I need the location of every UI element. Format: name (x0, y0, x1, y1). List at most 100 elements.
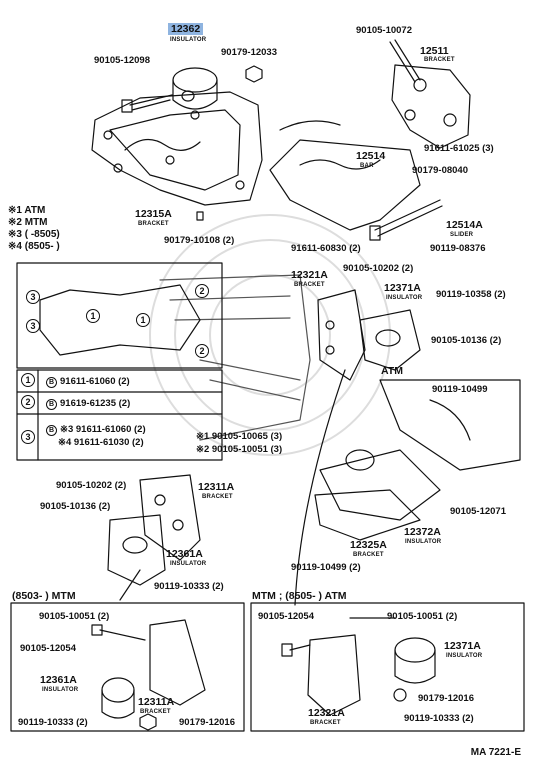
part-number-12321A[interactable]: 12321A (291, 269, 328, 281)
bolt-marker-1b: 1 (136, 313, 150, 327)
part-number-12514[interactable]: 12514 (356, 150, 386, 162)
bracket-12325A-drawing (314, 489, 421, 541)
part-number-90105-12098[interactable]: 90105-12098 (94, 55, 150, 66)
part-name-bracket-12311A: BRACKET (202, 494, 233, 500)
bolt-90105-12098-drawing (121, 94, 173, 113)
bl-part-number-90105-12054[interactable]: 90105-12054 (20, 643, 76, 654)
bracket-12511-drawing (389, 39, 471, 149)
bolt-table-part-3b[interactable]: ※4 91611-61030 (2) (58, 437, 144, 448)
note-2: ※2 MTM (8, 217, 48, 228)
bracket-12315A-drawing (91, 91, 263, 206)
part-name-insulator-12372A: INSULATOR (405, 539, 442, 545)
part-number-91611-61025[interactable]: 91611-61025 (3) (424, 143, 494, 154)
diagram-reference: MA 7221-E (470, 747, 521, 758)
note-3: ※3 ( -8505) (8, 229, 60, 240)
part-name-insulator-12371A: INSULATOR (386, 295, 423, 301)
bolt-marker-3b: 3 (26, 319, 40, 333)
part-number-12362[interactable]: 12362 (168, 23, 204, 35)
part-name-slider-12514A: SLIDER (450, 232, 474, 238)
slider-12514A-drawing (369, 199, 443, 241)
bl-part-number-12311A[interactable]: 12311A (138, 696, 175, 708)
br-part-name-bracket: BRACKET (310, 720, 341, 726)
part-number-90105-10072[interactable]: 90105-10072 (356, 25, 412, 36)
part-name-bracket-12511: BRACKET (424, 57, 455, 63)
bar-12514-drawing (269, 120, 421, 231)
bracket-12311A-drawing (139, 474, 201, 561)
part-name-bracket-12325A: BRACKET (353, 552, 384, 558)
part-number-91611-60830[interactable]: 91611-60830 (2) (291, 243, 361, 254)
bl-part-name-bracket: BRACKET (140, 709, 171, 715)
bolt-marker-2a: 2 (195, 284, 209, 298)
part-name-insulator: INSULATOR (170, 37, 207, 43)
bolt-location-box (16, 262, 223, 369)
part-number-90105-10136-right[interactable]: 90105-10136 (2) (431, 335, 502, 346)
atm-bracket-drawing (379, 379, 521, 471)
part-number-90105-10065[interactable]: ※1 90105-10065 (3) (196, 431, 283, 442)
bl-part-number-90105-10051[interactable]: 90105-10051 (2) (39, 611, 110, 622)
nut-90179-12033-drawing (245, 65, 263, 83)
part-number-90119-08376[interactable]: 90119-08376 (430, 243, 486, 254)
part-number-12371A[interactable]: 12371A (384, 282, 421, 294)
part-number-12315A[interactable]: 12315A (135, 208, 172, 220)
part-name-insulator-12361A: INSULATOR (170, 561, 207, 567)
part-number-90105-10051-3[interactable]: ※2 90105-10051 (3) (196, 444, 283, 455)
part-number-90105-10202-top[interactable]: 90105-10202 (2) (343, 263, 414, 274)
bl-part-number-90119-10333[interactable]: 90119-10333 (2) (18, 717, 88, 728)
insulator-12361A-drawing (107, 514, 166, 586)
part-number-90105-10202-left[interactable]: 90105-10202 (2) (56, 480, 127, 491)
bottom-right-box (250, 602, 525, 732)
part-number-12514A[interactable]: 12514A (446, 219, 483, 231)
bottom-right-header: MTM ; (8505- ) ATM (252, 590, 347, 602)
guide-arrow-left (119, 569, 141, 601)
insulator-12372A-drawing (319, 449, 441, 521)
part-number-90179-08040[interactable]: 90179-08040 (412, 165, 468, 176)
bolt-marker-2b: 2 (195, 344, 209, 358)
note-4: ※4 (8505- ) (8, 241, 60, 252)
part-name-bracket-12321A: BRACKET (294, 282, 325, 288)
bolt-marker-1a: 1 (86, 309, 100, 323)
part-number-90179-12033[interactable]: 90179-12033 (221, 47, 277, 58)
bl-part-number-12361A[interactable]: 12361A (40, 674, 77, 686)
br-part-number-90179-12016[interactable]: 90179-12016 (418, 693, 474, 704)
br-part-name-insulator: INSULATOR (446, 653, 483, 659)
part-number-12325A[interactable]: 12325A (350, 539, 387, 551)
br-part-number-90105-10051[interactable]: 90105-10051 (2) (387, 611, 458, 622)
part-number-90119-10358[interactable]: 90119-10358 (2) (436, 289, 506, 300)
br-part-number-12371A[interactable]: 12371A (444, 640, 481, 652)
bottom-left-box (10, 602, 245, 732)
part-number-12372A[interactable]: 12372A (404, 526, 441, 538)
part-number-12511[interactable]: 12511 (420, 45, 449, 57)
bottom-left-header: (8503- ) MTM (12, 590, 76, 602)
part-number-12361A[interactable]: 12361A (166, 548, 203, 560)
part-number-90105-12071[interactable]: 90105-12071 (450, 506, 506, 517)
part-name-bar-12514: BAR (360, 163, 374, 169)
part-number-90119-10333[interactable]: 90119-10333 (2) (154, 581, 224, 592)
watermark-seal (149, 214, 391, 456)
guide-arrow (294, 369, 346, 606)
bolt-marker-3a: 3 (26, 290, 40, 304)
part-number-90119-10499[interactable]: 90119-10499 (432, 384, 488, 395)
bl-part-name-insulator: INSULATOR (42, 687, 79, 693)
bl-part-number-90179-12016[interactable]: 90179-12016 (179, 717, 235, 728)
part-number-12311A[interactable]: 12311A (198, 481, 235, 493)
bottom-right-parts-drawing (281, 617, 436, 716)
engine-outline-drawing (159, 274, 311, 441)
bolt-table-key-1: 1 (21, 373, 35, 387)
bolt-table-key-3: 3 (21, 430, 35, 444)
note-1: ※1 ATM (8, 205, 46, 216)
br-part-number-90105-12054[interactable]: 90105-12054 (258, 611, 314, 622)
insulator-12362-drawing (172, 67, 218, 110)
br-part-number-12321A[interactable]: 12321A (308, 707, 345, 719)
part-number-90105-10136-left[interactable]: 90105-10136 (2) (40, 501, 111, 512)
bolt-90179-10108-drawing (196, 211, 204, 221)
bottom-left-parts-drawing (91, 619, 206, 731)
part-number-90119-10499-2[interactable]: 90119-10499 (2) (291, 562, 361, 573)
part-name-bracket-12315A: BRACKET (138, 221, 169, 227)
bolt-table-grid (16, 369, 223, 461)
part-number-90179-10108[interactable]: 90179-10108 (2) (164, 235, 235, 246)
bolt-table-part-3a[interactable]: B※3 91611-61060 (2) (46, 424, 146, 436)
br-part-number-90119-10333[interactable]: 90119-10333 (2) (404, 713, 474, 724)
